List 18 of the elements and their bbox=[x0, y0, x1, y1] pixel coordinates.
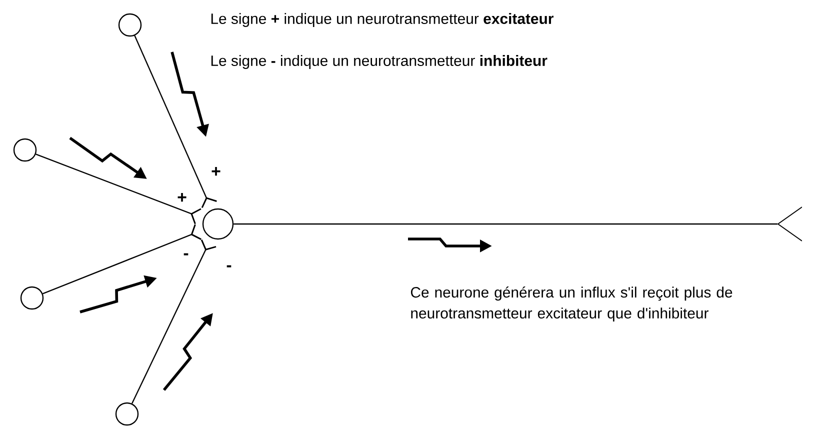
synapse-line bbox=[42, 224, 202, 294]
neuron-circle bbox=[20, 286, 44, 310]
note-text: Ce neurone générera un influx s'il reçoit plus de neurotransmetteur excitateur que d'inhibiteur bbox=[410, 286, 732, 322]
synapse-line bbox=[36, 154, 202, 224]
synapse-line bbox=[131, 240, 216, 404]
neuron-circle bbox=[13, 138, 37, 162]
sign-label: + bbox=[212, 167, 220, 176]
neuron-circle bbox=[202, 208, 234, 240]
sign-label: + bbox=[178, 193, 186, 202]
neuron-circle bbox=[115, 402, 139, 426]
legend-text: Le signe - indique un neurotransmetteur inhibiteur bbox=[211, 55, 548, 69]
axon-terminal bbox=[778, 206, 802, 242]
axon-line bbox=[234, 223, 778, 225]
sign-label: - bbox=[226, 265, 232, 268]
synapse-line bbox=[134, 35, 217, 208]
sign-label: - bbox=[184, 253, 188, 256]
legend-text: Le signe + indique un neurotransmetteur excitateur bbox=[211, 13, 554, 27]
neuron-circle bbox=[118, 13, 142, 37]
